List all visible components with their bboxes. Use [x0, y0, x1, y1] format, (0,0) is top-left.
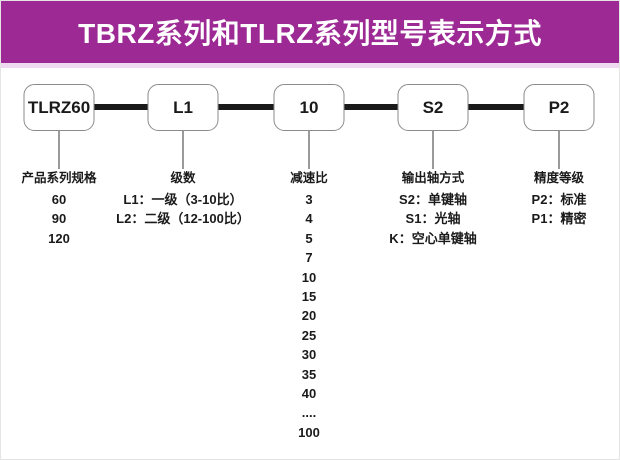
code-box-output-shaft: S2 — [397, 84, 469, 131]
connector-line — [217, 104, 275, 110]
legend-item: L1：一级（3-10比） — [123, 192, 243, 207]
legend-item: .... — [301, 405, 317, 421]
legend-item: K：空心单键轴 — [389, 230, 477, 246]
leader-line-output-shaft — [432, 131, 434, 169]
title-bar: TBRZ系列和TLRZ系列型号表示方式 — [1, 1, 619, 63]
legend-item: S2：单键轴 — [399, 192, 467, 207]
legend-title-stages: 级数 — [170, 171, 196, 185]
legend-title-output-shaft: 输出轴方式 — [401, 171, 465, 185]
legend-title-accuracy: 精度等级 — [533, 171, 584, 185]
legend-item: 4 — [305, 211, 313, 227]
legend-item: 5 — [305, 230, 313, 246]
legend-item: 100 — [298, 424, 320, 440]
legend-item: 35 — [301, 366, 317, 382]
leader-line-series — [58, 131, 60, 169]
page-title: TBRZ系列和TLRZ系列型号表示方式 — [78, 18, 542, 49]
legend-item: 40 — [301, 386, 317, 402]
leader-line-ratio — [308, 131, 310, 169]
legend-item: 60 — [51, 192, 67, 207]
legend-item: 10 — [301, 269, 317, 285]
legend-item: 3 — [305, 192, 313, 207]
code-box-stages: L1 — [147, 84, 219, 131]
legend-title-ratio: 减速比 — [290, 171, 328, 185]
code-box-series: TLRZ60 — [23, 84, 95, 131]
legend-item: 30 — [301, 347, 317, 363]
legend-item: S1：光轴 — [405, 211, 461, 227]
title-bar-strip — [1, 63, 619, 68]
legend-item: 20 — [301, 308, 317, 324]
code-box-accuracy: P2 — [523, 84, 595, 131]
leader-line-stages — [182, 131, 184, 169]
legend-item: 25 — [301, 327, 317, 343]
connector-line — [93, 104, 149, 110]
legend-item: P2：标准 — [531, 192, 587, 207]
legend-column-ratio: 减速比 3 4 5 7 10 15 20 25 30 35 40.... 100 — [290, 171, 328, 442]
legend-item: 15 — [301, 289, 317, 305]
connector-line — [467, 104, 525, 110]
connector-line — [343, 104, 399, 110]
legend-column-series: 产品系列规格 60 90 120 — [21, 171, 96, 248]
legend-item: 120 — [48, 230, 70, 246]
legend-item: 90 — [51, 211, 67, 227]
legend-column-accuracy: 精度等级 P2：标准 P1：精密 — [532, 171, 587, 229]
code-box-ratio: 10 — [273, 84, 345, 131]
leader-line-accuracy — [558, 131, 560, 169]
legend-item: P1：精密 — [531, 211, 587, 227]
legend-column-output-shaft: 输出轴方式 S2：单键轴 S1：光轴 K：空心单键轴 — [389, 171, 476, 248]
legend-item: L2：二级（12-100比） — [116, 211, 250, 227]
legend-item: 7 — [305, 250, 313, 266]
legend-column-stages: 级数 L1：一级（3-10比） L2：二级（12-100比） — [116, 171, 250, 229]
legend-title-series: 产品系列规格 — [21, 171, 97, 185]
